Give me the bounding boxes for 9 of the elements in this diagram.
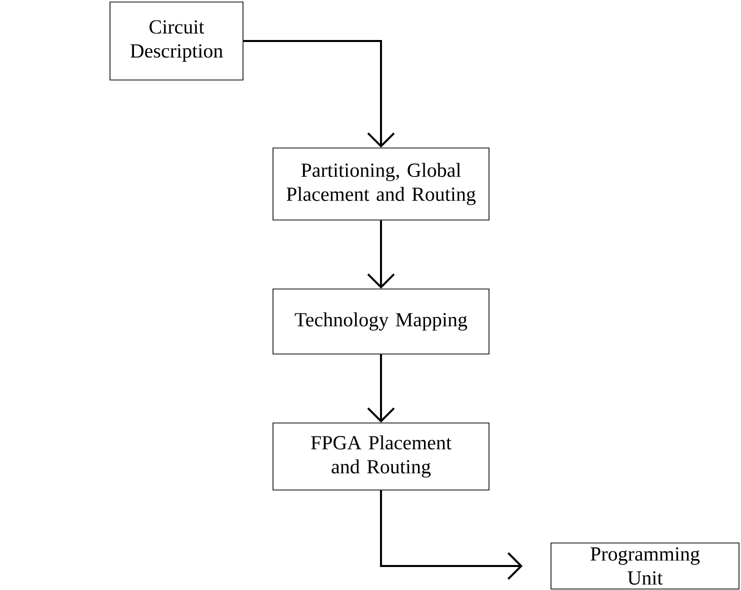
arrow [367,354,395,423]
arrow [367,220,395,289]
process-box: Programming Unit [550,542,740,590]
arrow [380,490,523,580]
process-box: Partitioning, Global Placement and Routing [272,148,490,220]
process-box: Technology Mapping [272,288,490,354]
process-box: Circuit Description [110,2,244,80]
process-box: FPGA Placement and Routing [272,422,490,490]
arrow [243,40,395,148]
